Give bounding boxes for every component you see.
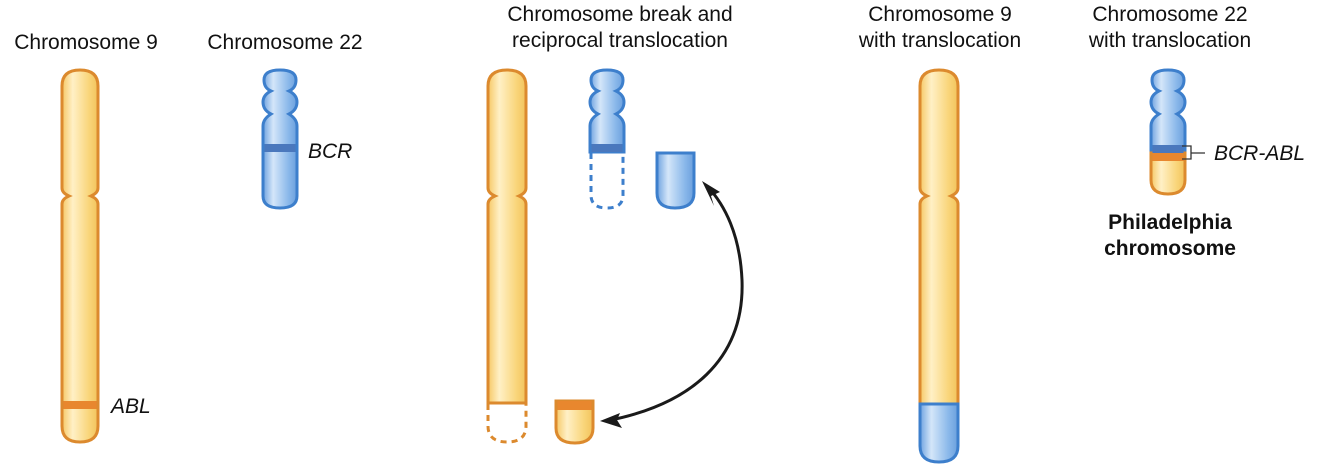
- title-break-line1: Chromosome break and: [507, 3, 733, 26]
- chromosome-22-missing-segment: [589, 153, 625, 210]
- title-break-line2: reciprocal translocation: [512, 29, 728, 52]
- title-chromosome-9-translocated: Chromosome 9 with translocation: [840, 2, 1040, 54]
- title-chr22-trans-line2: with translocation: [1088, 29, 1252, 52]
- swap-arrow: [605, 184, 744, 423]
- philadelphia-line1: Philadelphia: [1108, 211, 1232, 234]
- chromosome-9-broken: [486, 68, 528, 444]
- arrowhead-up: [702, 181, 720, 206]
- title-chr9-trans-line2: with translocation: [858, 29, 1022, 52]
- label-philadelphia-chromosome: Philadelphia chromosome: [1080, 210, 1260, 262]
- arrowhead-left: [600, 413, 622, 428]
- title-chromosome-9: Chromosome 9: [14, 31, 158, 54]
- chromosome-22: [261, 68, 299, 210]
- chromosome-9: [60, 68, 100, 444]
- title-break: Chromosome break and reciprocal transloc…: [470, 2, 770, 54]
- chr22-segment-on-chr9: [918, 402, 960, 464]
- title-chromosome-22-translocated: Chromosome 22 with translocation: [1070, 2, 1270, 54]
- title-chromosome-22: Chromosome 22: [207, 31, 363, 54]
- philadelphia-line2: chromosome: [1104, 237, 1236, 260]
- chromosome-9-fragment: [554, 399, 595, 445]
- chromosome-22-fragment: [655, 151, 696, 210]
- bcr-band: [264, 144, 296, 152]
- abl-band: [63, 401, 97, 409]
- philadelphia-chromosome: [1149, 68, 1205, 196]
- chromosome-9-missing-segment: [486, 404, 528, 444]
- chromosome-22-broken: [588, 68, 626, 210]
- chromosome-9-translocated: [918, 68, 960, 464]
- label-bcr-abl: BCR-ABL: [1214, 142, 1306, 165]
- title-chr9-trans-line1: Chromosome 9: [868, 3, 1012, 26]
- title-chr22-trans-line1: Chromosome 22: [1092, 3, 1248, 26]
- fusion-bracket: [1182, 145, 1205, 160]
- label-abl: ABL: [111, 395, 151, 418]
- label-bcr: BCR: [308, 140, 353, 163]
